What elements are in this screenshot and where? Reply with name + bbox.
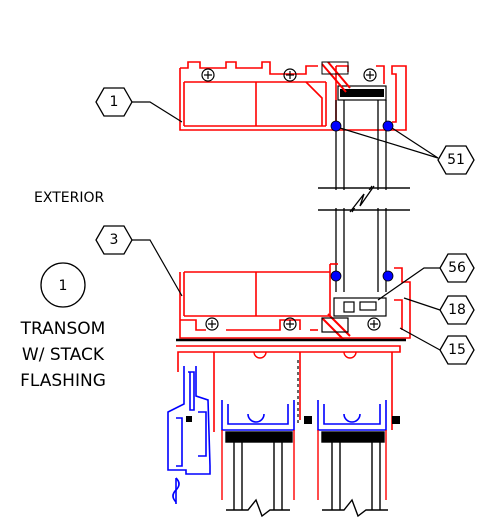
gasket-icon: [382, 270, 394, 282]
screw-icon: [283, 317, 297, 331]
leader-15: [399, 327, 441, 351]
svg-text:3: 3: [110, 232, 119, 248]
fastener-marks: [186, 416, 400, 424]
leader-51b: [391, 127, 439, 159]
leader-lines: [132, 101, 441, 351]
screw-icon: [283, 68, 297, 82]
gasket-icon: [330, 120, 342, 132]
leader-3: [132, 239, 183, 297]
detail-title-line2: W/ STACK: [22, 345, 105, 365]
gasket-icon: [382, 120, 394, 132]
callout-18: 18: [439, 295, 475, 325]
break-symbol: [349, 185, 375, 213]
upper-gaskets: [330, 120, 394, 132]
callout-3: 3: [95, 225, 133, 255]
screw-icon: [201, 68, 215, 82]
exterior-label: EXTERIOR: [34, 190, 104, 206]
lower-setting-block: [321, 297, 387, 341]
upper-frame-profile: [179, 61, 407, 131]
lower-screws: [205, 317, 381, 331]
callout-51: 51: [437, 145, 475, 175]
leader-18: [403, 297, 441, 311]
svg-text:1: 1: [110, 94, 119, 110]
detail-title-line3: FLASHING: [20, 371, 106, 391]
blue-sill-profile: [167, 366, 211, 504]
glass-break-mask: [330, 190, 392, 208]
svg-text:15: 15: [448, 342, 466, 358]
screw-icon: [205, 317, 219, 331]
screw-icon: [363, 68, 377, 82]
upper-screws: [201, 68, 377, 82]
leader-56: [377, 267, 440, 301]
upper-setting-block: [321, 61, 387, 101]
channel-left: [221, 400, 295, 431]
detail-bubble: 1: [40, 262, 86, 308]
leader-51a: [339, 127, 439, 159]
leader-1: [132, 101, 183, 123]
callout-1: 1: [95, 87, 133, 117]
svg-text:51: 51: [447, 152, 465, 168]
screw-icon: [367, 317, 381, 331]
svg-text:18: 18: [448, 302, 466, 318]
gasket-icon: [330, 270, 342, 282]
lower-gaskets: [330, 270, 394, 282]
lower-glazing: [225, 431, 388, 518]
channel-right: [317, 400, 387, 431]
lower-frame-profile: [179, 263, 411, 339]
callout-56: 56: [439, 253, 475, 283]
callout-15: 15: [439, 335, 475, 365]
svg-text:1: 1: [59, 278, 68, 294]
detail-title-line1: TRANSOM: [20, 319, 106, 339]
svg-text:56: 56: [448, 260, 466, 276]
stack-flashing: [176, 338, 406, 432]
